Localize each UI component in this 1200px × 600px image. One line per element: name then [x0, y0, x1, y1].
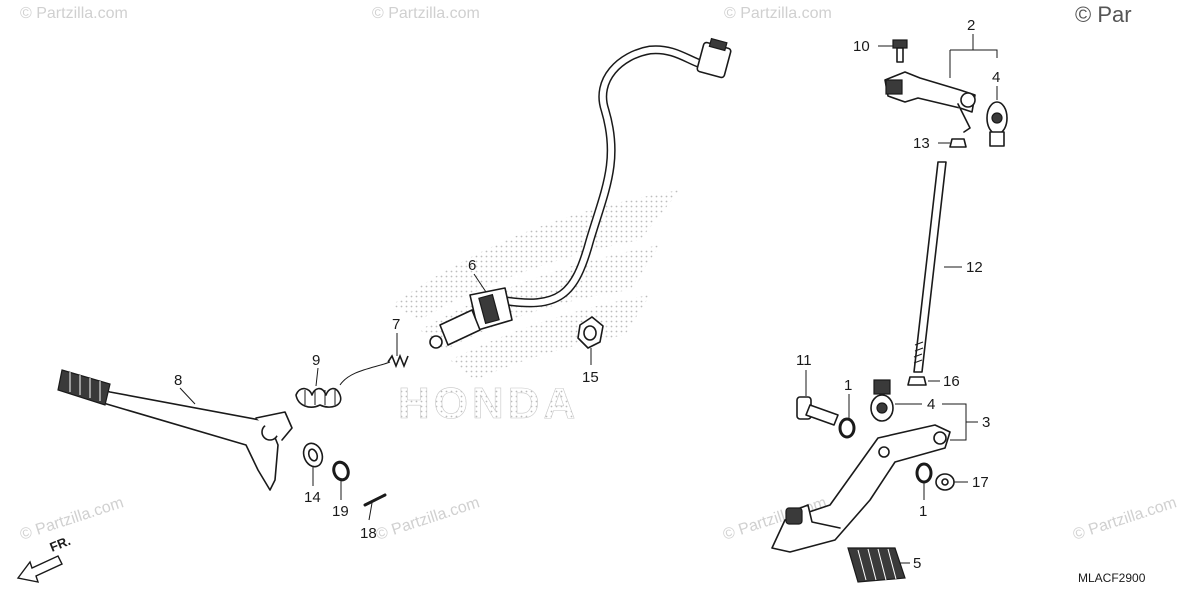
callout-13: 13: [913, 135, 930, 152]
arrow-left-icon: [16, 555, 63, 583]
part-4-joint-top[interactable]: [986, 101, 1008, 147]
part-17-washer[interactable]: [935, 473, 955, 491]
front-direction-indicator: FR.: [16, 533, 73, 583]
part-3-pedal-arm[interactable]: [771, 424, 951, 553]
part-16-nut[interactable]: [907, 376, 927, 386]
front-label: FR.: [48, 533, 73, 555]
callout-8: 8: [174, 372, 182, 389]
part-9-spring[interactable]: [295, 387, 342, 408]
part-18-pin[interactable]: [363, 493, 387, 507]
callout-7: 7: [392, 316, 400, 333]
leader-lines: [179, 34, 998, 564]
callout-2: 2: [967, 17, 975, 34]
part-2-shift-arm[interactable]: [884, 71, 976, 133]
callout-9: 9: [312, 352, 320, 369]
watermark-text: © Partzilla.com: [372, 5, 480, 22]
watermark-text: © Partzilla.com: [18, 494, 126, 543]
part-6-stop-switch[interactable]: [429, 37, 732, 349]
part-1-washer-upper[interactable]: [838, 417, 856, 439]
part-7-spring[interactable]: [339, 353, 409, 386]
part-5-pedal-rubber[interactable]: [847, 547, 906, 583]
callout-6: 6: [468, 257, 476, 274]
callout-5: 5: [913, 555, 921, 572]
callout-labels: 2 10 4 13 12 16 11 1 4 3 17 1 5 6 7 9 8 …: [174, 17, 1000, 572]
part-14-washer[interactable]: [300, 441, 325, 470]
part-15-nut[interactable]: [577, 316, 604, 349]
callout-12: 12: [966, 259, 983, 276]
diagram-code: MLACF2900: [1078, 571, 1146, 585]
part-19-circlip[interactable]: [331, 460, 350, 482]
watermark-text: © Partzilla.com: [1071, 494, 1179, 543]
honda-wordmark: HONDA: [398, 379, 579, 428]
callout-18: 18: [360, 525, 377, 542]
callout-4-lower: 4: [927, 396, 935, 413]
callout-14: 14: [304, 489, 321, 506]
part-10-bolt[interactable]: [892, 39, 908, 63]
callout-1-lower: 1: [919, 503, 927, 520]
callout-15: 15: [582, 369, 599, 386]
honda-wing-logo: HONDA: [392, 190, 680, 428]
watermark-text: © Partzilla.com: [20, 5, 128, 22]
callout-10: 10: [853, 38, 870, 55]
watermark-text: © Partzilla.com: [724, 5, 832, 22]
part-13-nut[interactable]: [949, 138, 967, 148]
callout-1-upper: 1: [844, 377, 852, 394]
callout-16: 16: [943, 373, 960, 390]
part-4-joint-lower[interactable]: [870, 379, 894, 422]
callout-3: 3: [982, 414, 990, 431]
callout-19: 19: [332, 503, 349, 520]
callout-17: 17: [972, 474, 989, 491]
watermark-text: © Partzilla.com: [374, 494, 482, 543]
part-1-washer-lower[interactable]: [915, 462, 933, 484]
part-8-change-pedal[interactable]: [57, 369, 293, 491]
watermark-corner-text: © Par: [1075, 2, 1132, 27]
callout-4-top: 4: [992, 69, 1000, 86]
part-12-rod[interactable]: [913, 161, 947, 373]
part-11-bolt[interactable]: [796, 396, 839, 426]
callout-11: 11: [796, 352, 812, 369]
